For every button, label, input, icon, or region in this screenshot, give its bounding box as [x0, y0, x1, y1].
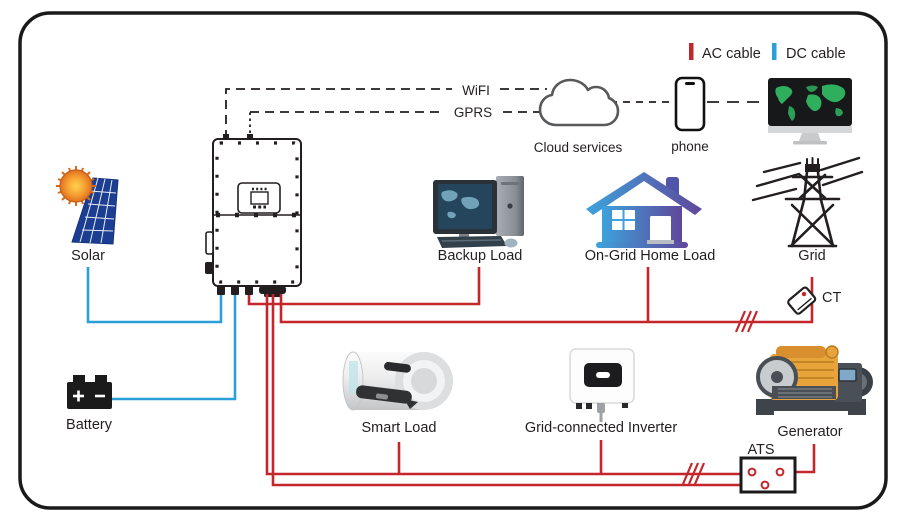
home-load-icon	[586, 172, 702, 248]
inverter-screws	[215, 141, 299, 284]
world-map	[775, 84, 846, 121]
ac-wire-ats-top	[265, 294, 750, 476]
ats-terminals	[747, 467, 785, 490]
ats-label: ATS	[747, 442, 774, 458]
dc-cable-label: DC cable	[786, 46, 846, 62]
ac-cable-label: AC cable	[702, 46, 761, 62]
multi-conductor-slashes-ats	[681, 462, 706, 485]
solar-icon	[56, 166, 119, 245]
smart-load-label: Smart Load	[362, 420, 437, 436]
wifi-line	[225, 88, 452, 139]
solar-label: Solar	[71, 248, 105, 264]
monitor-icon	[768, 78, 852, 145]
ac-cable-swatch	[689, 43, 694, 60]
ac-wire-ats-bottom	[271, 294, 761, 487]
power-lines	[751, 156, 864, 202]
backup-load-label: Backup Load	[438, 248, 523, 264]
ct-icon	[787, 286, 817, 315]
home-load-label: On-Grid Home Load	[585, 248, 716, 264]
ct-label: CT	[822, 290, 841, 306]
backup-load-icon	[433, 176, 524, 248]
dc-wire-solar	[86, 267, 223, 324]
ats-icon	[739, 456, 797, 494]
diagram-border	[18, 11, 888, 510]
dc-wire-battery	[112, 295, 237, 401]
cloud-label: Cloud services	[534, 140, 623, 155]
dc-cable-swatch	[772, 43, 777, 60]
grid-label: Grid	[798, 248, 825, 264]
dc-wires	[86, 267, 237, 401]
ac-wire-backup	[247, 267, 481, 306]
battery-icon	[67, 375, 112, 409]
grid-icon	[751, 156, 864, 248]
multi-conductor-slashes-grid	[734, 310, 759, 333]
grid-connected-inverter-icon	[569, 348, 635, 422]
cloud-icon	[538, 78, 620, 127]
comm-lines	[225, 88, 764, 139]
gprs-label: GPRS	[454, 105, 492, 120]
legend: AC cable DC cable	[689, 43, 846, 62]
battery-label: Battery	[66, 417, 113, 433]
phone-icon	[674, 76, 706, 132]
inverter-icon	[205, 134, 302, 297]
wifi-label: WiFI	[462, 83, 490, 98]
smart-load-icon	[342, 351, 453, 411]
phone-label: phone	[671, 139, 709, 154]
sun-icon	[56, 166, 96, 206]
generator-icon	[756, 345, 873, 415]
generator-label: Generator	[777, 424, 842, 440]
grid-connected-inverter-label: Grid-connected Inverter	[525, 420, 677, 436]
